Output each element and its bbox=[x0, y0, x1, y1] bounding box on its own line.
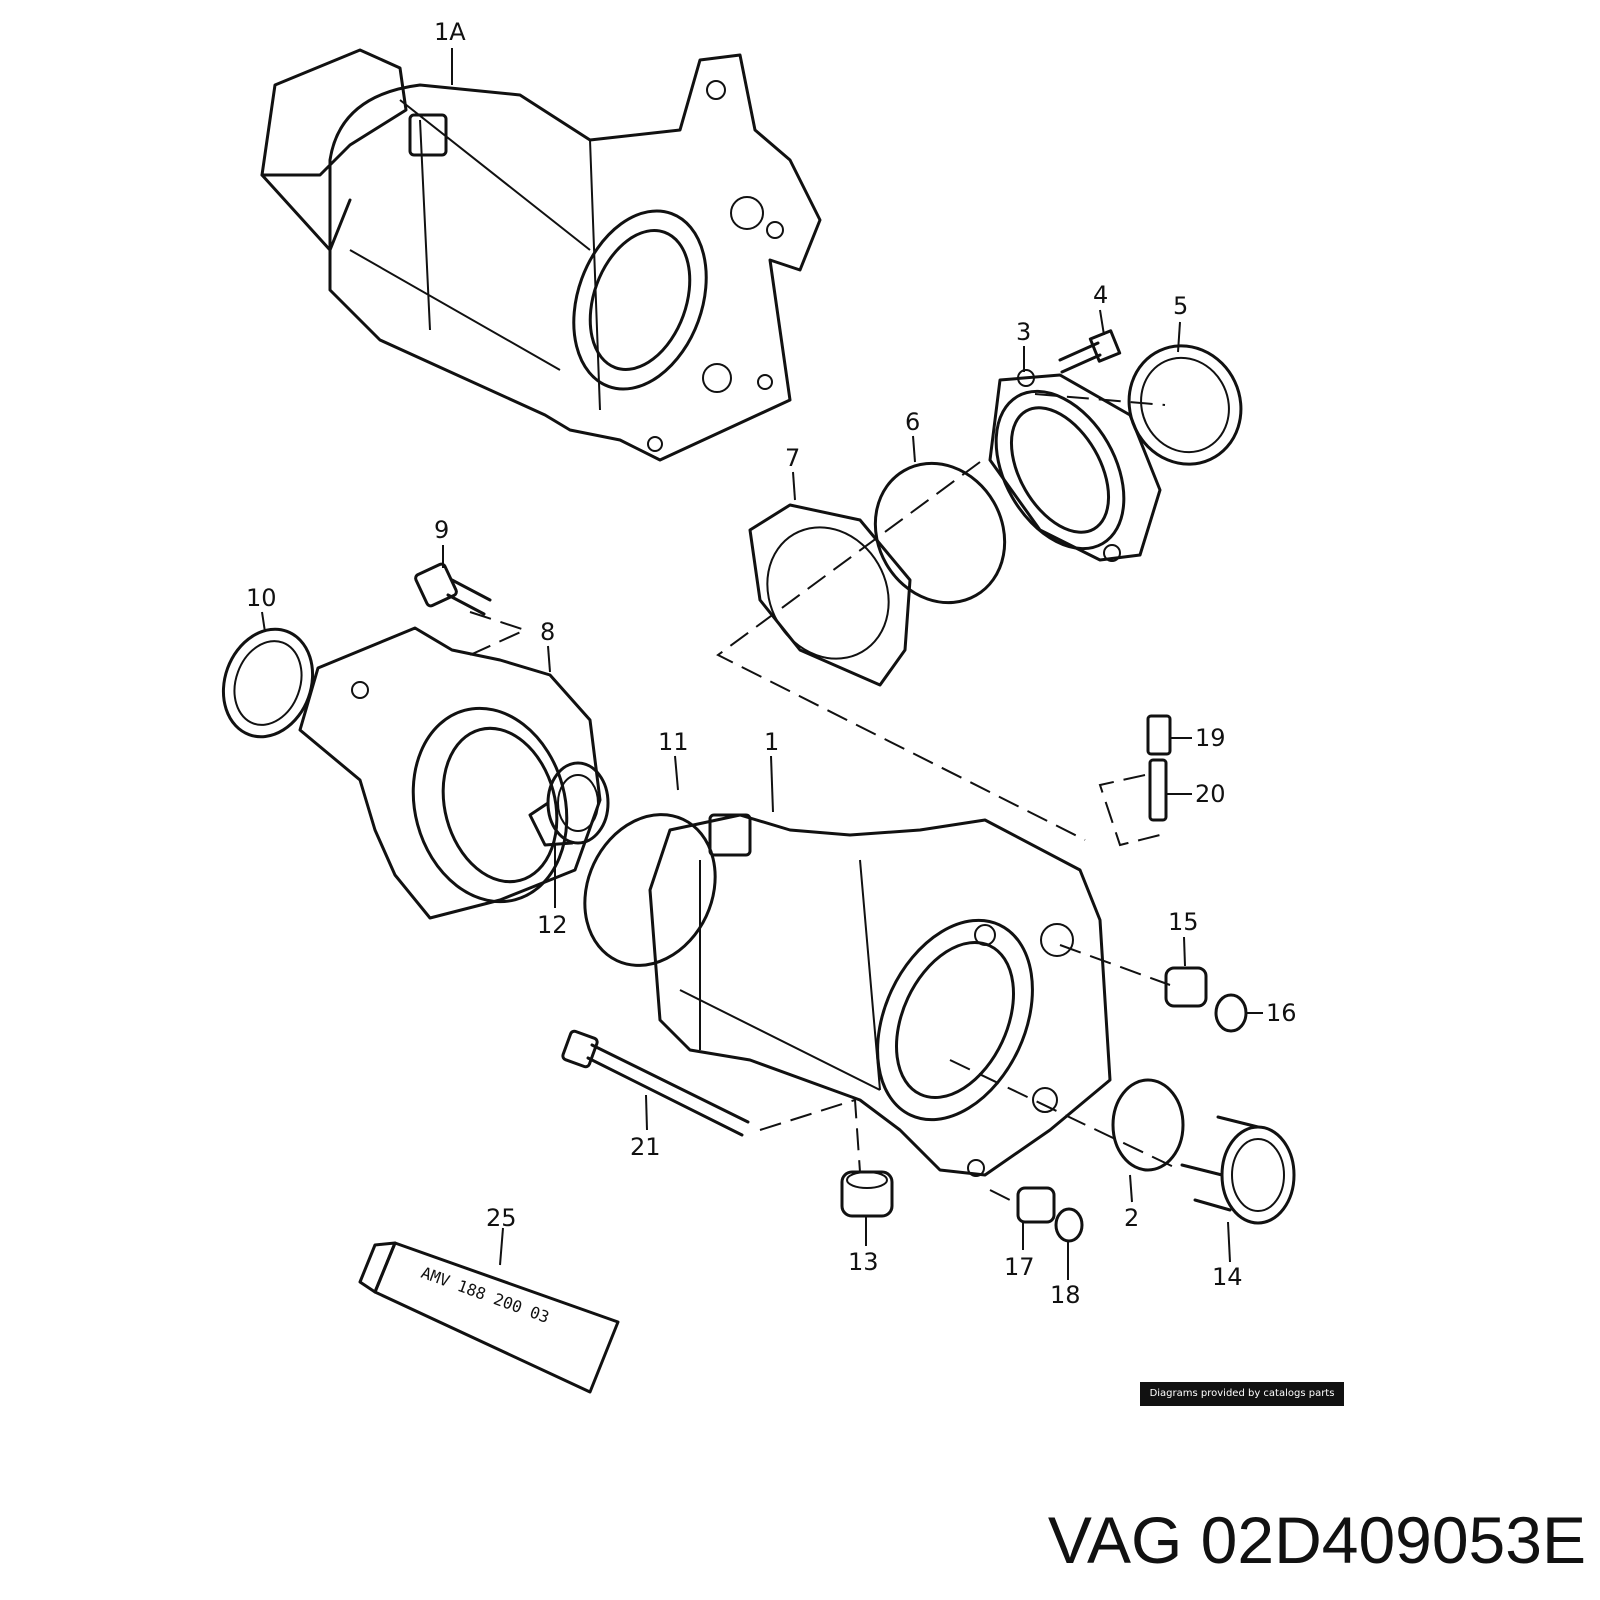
part-21-bolt bbox=[561, 1029, 750, 1137]
part-14-needle-bearing bbox=[1180, 1115, 1296, 1225]
callout-19: 19 bbox=[1195, 724, 1226, 752]
callout-7: 7 bbox=[785, 444, 800, 472]
callout-12: 12 bbox=[537, 911, 568, 939]
part-19-pin bbox=[1146, 714, 1172, 756]
callout-1: 1 bbox=[764, 728, 779, 756]
part-18-o-ring bbox=[1054, 1207, 1084, 1243]
callout-1a: 1A bbox=[434, 18, 466, 46]
callout-10: 10 bbox=[246, 584, 277, 612]
callout-20: 20 bbox=[1195, 780, 1226, 808]
callout-17: 17 bbox=[1004, 1253, 1035, 1281]
part-number-title: VAG 02D409053E bbox=[1047, 1503, 1586, 1577]
part-12-bushing bbox=[528, 761, 610, 847]
part-16-o-ring bbox=[1214, 993, 1248, 1033]
assembly-lines bbox=[469, 393, 1181, 1201]
part-6-o-ring bbox=[873, 461, 1007, 605]
tube-label: AMV 188 200 03 bbox=[419, 1263, 552, 1327]
callout-16: 16 bbox=[1266, 999, 1297, 1027]
part-13-plug bbox=[840, 1170, 894, 1218]
callout-8: 8 bbox=[540, 618, 555, 646]
part-7-gasket bbox=[748, 503, 912, 687]
part-9-bolt bbox=[414, 562, 492, 616]
part-17-bushing bbox=[1016, 1186, 1056, 1224]
callout-2: 2 bbox=[1124, 1204, 1139, 1232]
callout-14: 14 bbox=[1212, 1263, 1243, 1291]
part-1-main-housing bbox=[648, 813, 1112, 1177]
callout-labels: 1A 4 5 3 6 7 9 10 8 11 1 19 20 12 15 16 … bbox=[246, 18, 1297, 1309]
callout-18: 18 bbox=[1050, 1281, 1081, 1309]
callout-13: 13 bbox=[848, 1248, 879, 1276]
part-4-bolt bbox=[1058, 329, 1122, 374]
callout-25: 25 bbox=[486, 1204, 517, 1232]
part-1a-housing-assembly bbox=[260, 48, 822, 462]
leader-lines bbox=[261, 48, 1263, 1280]
part-10-seal bbox=[221, 627, 315, 739]
callout-5: 5 bbox=[1173, 292, 1188, 320]
part-8-cover bbox=[298, 626, 602, 920]
callout-6: 6 bbox=[905, 408, 920, 436]
part-3-flange bbox=[988, 369, 1162, 562]
part-25-sealant-tube: AMV 188 200 03 bbox=[358, 1241, 620, 1394]
callout-9: 9 bbox=[434, 516, 449, 544]
part-2-o-ring bbox=[1111, 1078, 1185, 1172]
callout-11: 11 bbox=[658, 728, 689, 756]
part-5-seal bbox=[1127, 344, 1243, 466]
callout-15: 15 bbox=[1168, 908, 1199, 936]
part-11-gasket bbox=[583, 813, 717, 967]
callout-4: 4 bbox=[1093, 281, 1108, 309]
credit-badge: Diagrams provided by catalogs parts bbox=[1140, 1382, 1344, 1406]
part-20-pin bbox=[1148, 758, 1168, 822]
part-15-bushing bbox=[1164, 966, 1208, 1008]
callout-3: 3 bbox=[1016, 318, 1031, 346]
callout-21: 21 bbox=[630, 1133, 661, 1161]
